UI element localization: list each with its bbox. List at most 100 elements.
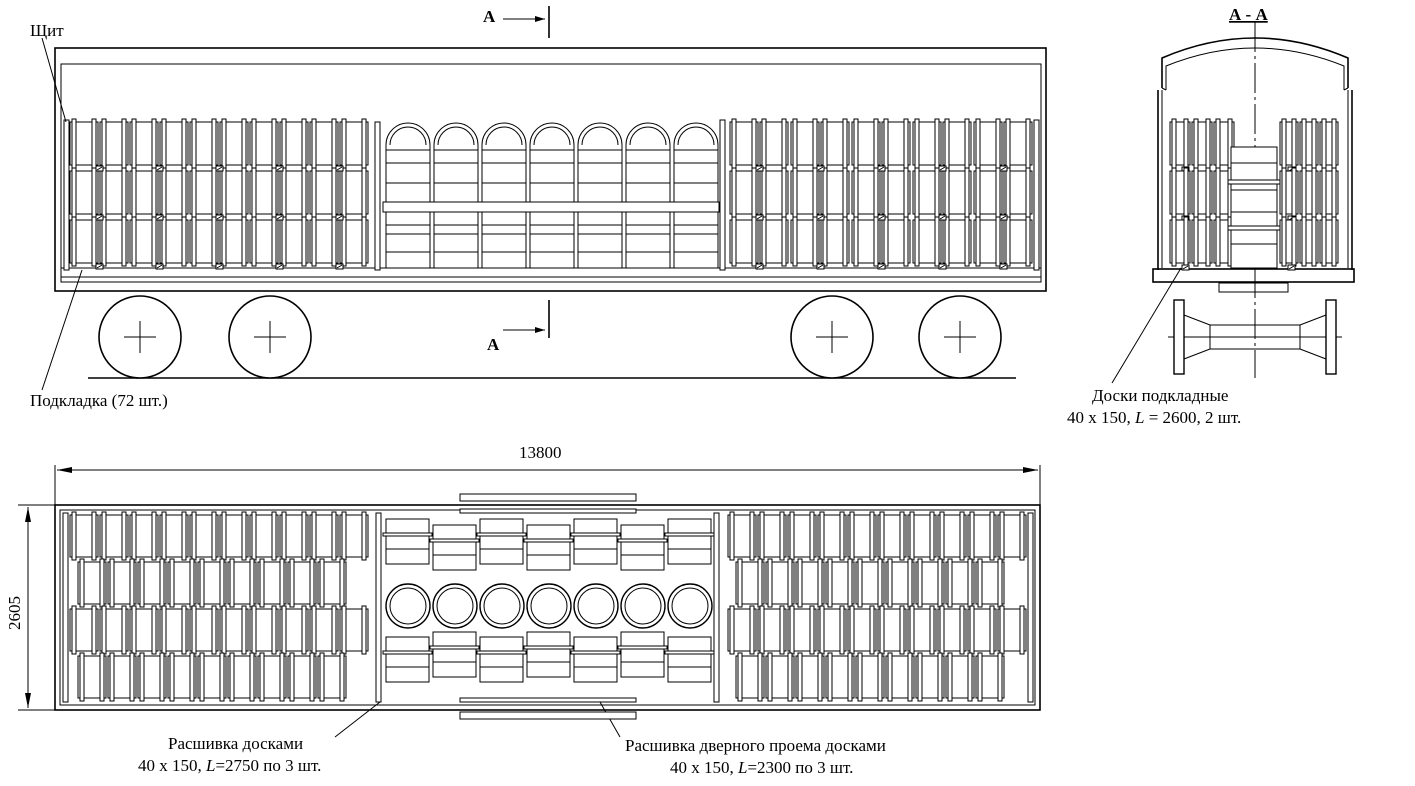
coil-hoop xyxy=(909,511,915,561)
coil-band xyxy=(529,251,575,269)
coil-band xyxy=(625,224,671,235)
coil-hoop xyxy=(169,558,175,608)
coil-hoop xyxy=(944,118,950,169)
coil-band xyxy=(432,631,477,648)
coil-hoop xyxy=(849,605,855,655)
plan-shield-left xyxy=(62,512,69,703)
section-label-bottom: А xyxy=(487,335,500,354)
coil-hoop xyxy=(937,558,943,608)
coil-hoop xyxy=(847,558,853,608)
coil-hoop xyxy=(975,216,981,267)
coil-hoop xyxy=(311,511,317,561)
coil-band xyxy=(432,524,477,541)
pad-count-label: Подкладка (72 шт.) xyxy=(30,391,168,410)
coil-hoop xyxy=(181,605,187,655)
coil-hoop xyxy=(939,511,945,561)
coil-hoop xyxy=(281,216,287,267)
coil-hoop xyxy=(1205,118,1211,169)
coil-hoop xyxy=(809,511,815,561)
coil-hoop xyxy=(91,511,97,561)
coil-hoop xyxy=(737,652,743,702)
coil-hoop xyxy=(731,167,737,218)
bracing-left-side xyxy=(374,121,381,271)
coil-hoop xyxy=(995,216,1001,267)
coil-hoop xyxy=(99,652,105,702)
coil-hoop xyxy=(664,532,715,537)
plan-shield-right xyxy=(1027,512,1034,703)
coil-band xyxy=(1230,243,1278,269)
coil-hoop xyxy=(929,605,935,655)
leader-lines xyxy=(41,37,1182,738)
coil-hoop xyxy=(909,605,915,655)
coil-hoop xyxy=(151,511,157,561)
coil-band xyxy=(529,211,575,226)
coil-hoop xyxy=(934,216,940,267)
coil-hoop xyxy=(1321,167,1327,218)
coil-hoop xyxy=(131,605,137,655)
coil-hoop xyxy=(241,511,247,561)
coil-band xyxy=(433,251,479,269)
coil-band xyxy=(385,233,431,253)
coil-hoop xyxy=(789,605,795,655)
coil-band xyxy=(625,211,671,226)
coil-band xyxy=(673,224,719,235)
wheelsets xyxy=(98,295,1002,379)
coil-band xyxy=(577,233,623,253)
coil-band xyxy=(673,149,719,164)
coil-hoop xyxy=(849,511,855,561)
coil-hoop xyxy=(819,605,825,655)
coil-band xyxy=(526,661,571,678)
coil-hoop xyxy=(751,216,757,267)
coil-hoop xyxy=(301,216,307,267)
coil-hoop xyxy=(151,216,157,267)
coil-arch xyxy=(577,122,623,151)
coil-hoop xyxy=(1311,216,1317,267)
coil-hoop xyxy=(311,216,317,267)
coil-hoop xyxy=(839,605,845,655)
coil-hoop xyxy=(301,167,307,218)
coil-hoop xyxy=(873,216,879,267)
coil-hoop xyxy=(211,118,217,169)
coil-hoop xyxy=(199,652,205,702)
coil-hoop xyxy=(1183,118,1189,169)
coil-arch xyxy=(481,122,527,151)
coil-hoop xyxy=(761,167,767,218)
coil-band xyxy=(385,251,431,269)
coil-hoop xyxy=(731,216,737,267)
coil-band xyxy=(385,162,431,184)
coil-hoop xyxy=(139,558,145,608)
coil-hoop xyxy=(319,558,325,608)
coil-hoop xyxy=(251,605,257,655)
coil-hoop xyxy=(151,167,157,218)
coil-band xyxy=(385,548,430,565)
coil-hoop xyxy=(967,558,973,608)
coil-band xyxy=(625,251,671,269)
coil-hoop xyxy=(989,605,995,655)
coil-hoop xyxy=(969,605,975,655)
coil-hoop xyxy=(903,167,909,218)
section-wheelset xyxy=(1168,299,1342,375)
width-dimension: 2605 xyxy=(5,596,24,630)
coil-band xyxy=(673,233,719,253)
coil-hoop xyxy=(995,167,1001,218)
coil-hoop xyxy=(251,118,257,169)
coil-hoop xyxy=(1025,167,1031,218)
coil-hoop xyxy=(1281,167,1287,218)
coil-band xyxy=(573,636,618,653)
plan-middle-stack xyxy=(382,518,715,683)
coil-arch xyxy=(625,122,671,151)
coil-hoop xyxy=(241,605,247,655)
coil-arch xyxy=(529,122,575,151)
coil-hoop xyxy=(341,511,347,561)
coil-hoop xyxy=(301,511,307,561)
coil-hoop xyxy=(476,532,527,537)
coil-hoop xyxy=(219,652,225,702)
coil-hoop xyxy=(1183,167,1189,218)
coil-band xyxy=(667,666,712,683)
door-bracing-label-line1: Расшивка дверного проема досками xyxy=(625,736,886,755)
coil-hoop xyxy=(1227,225,1281,231)
coil-band xyxy=(479,548,524,565)
coil-hoop xyxy=(944,167,950,218)
coil-hoop xyxy=(617,645,668,650)
coil-hoop xyxy=(907,558,913,608)
